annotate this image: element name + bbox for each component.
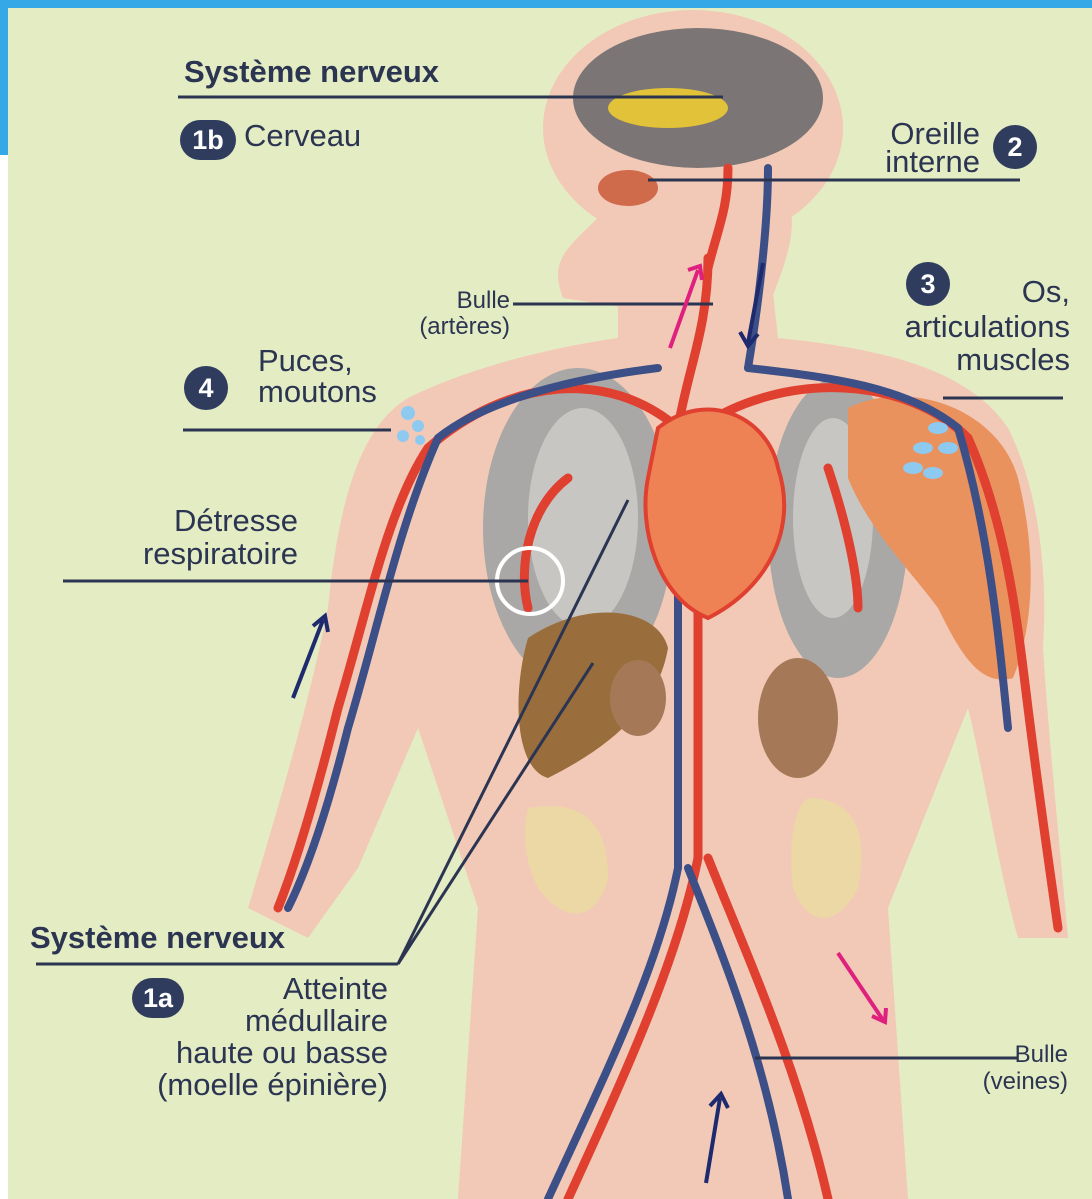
bubble-vein-label-line1: Bulle bbox=[958, 1043, 1068, 1067]
inner-ear bbox=[598, 170, 658, 206]
bubble-vein-label-line2: (veines) bbox=[918, 1070, 1068, 1094]
left-accent-bar bbox=[0, 0, 8, 155]
brain-label: Cerveau bbox=[244, 120, 361, 151]
bubble-artery-label-line2: (artères) bbox=[368, 315, 510, 339]
spinal-label-line4: (moelle épinière) bbox=[38, 1069, 388, 1100]
kidney-right bbox=[758, 658, 838, 778]
bones-label-line1: Os, bbox=[958, 276, 1070, 307]
badge-2: 2 bbox=[993, 125, 1037, 169]
nervous-system-bottom-label: Système nerveux bbox=[30, 922, 285, 953]
kidney-left bbox=[610, 660, 666, 736]
badge-1b: 1b bbox=[180, 120, 236, 160]
badge-4: 4 bbox=[184, 366, 228, 410]
badge-3: 3 bbox=[906, 262, 950, 306]
inner-ear-label-line2: interne bbox=[838, 146, 980, 177]
bones-label-line3: muscles bbox=[858, 344, 1070, 375]
bubble-artery-label-line1: Bulle bbox=[398, 289, 510, 313]
respiratory-label-line1: Détresse bbox=[68, 505, 298, 536]
spinal-label-line1: Atteinte bbox=[188, 973, 388, 1004]
diagram-panel: Système nerveux 1b Cerveau Oreille inter… bbox=[8, 8, 1092, 1199]
bones-label-line2: articulations bbox=[808, 311, 1070, 342]
top-accent-bar bbox=[0, 0, 1092, 8]
skin-label-line1: Puces, bbox=[258, 345, 353, 376]
respiratory-label-line2: respiratoire bbox=[58, 538, 298, 569]
spinal-label-line2: médullaire bbox=[168, 1005, 388, 1036]
skin-label-line2: moutons bbox=[258, 376, 377, 407]
spinal-label-line3: haute ou basse bbox=[68, 1037, 388, 1068]
nervous-system-top-label: Système nerveux bbox=[184, 56, 439, 87]
